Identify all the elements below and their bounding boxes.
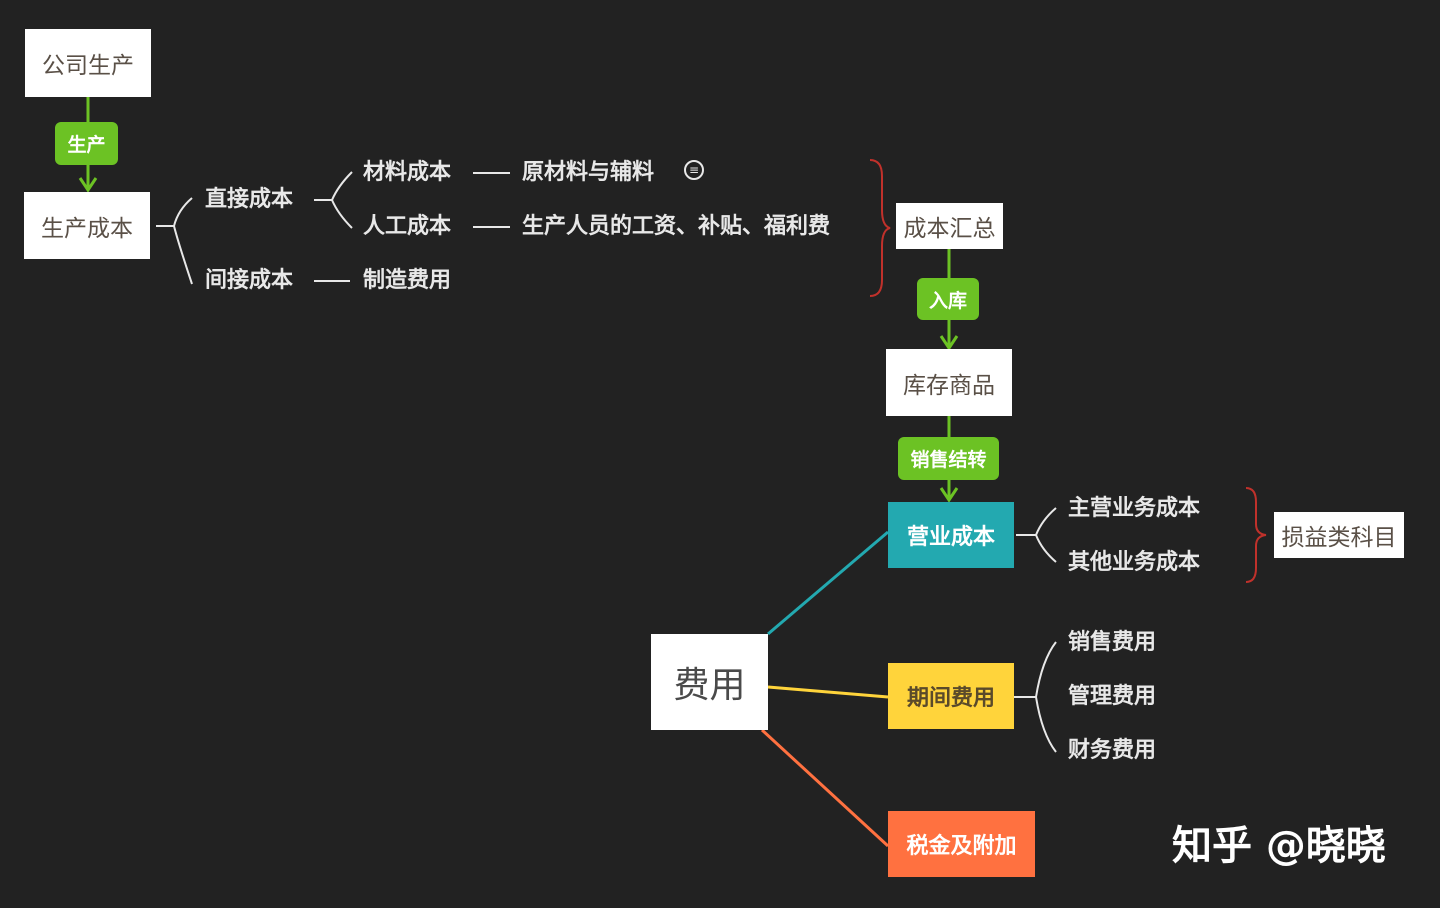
node-expense-root[interactable]: 费用 — [651, 634, 768, 730]
brace-pl — [1245, 487, 1267, 583]
node-company-production[interactable]: 公司生产 — [25, 29, 151, 97]
node-labor-cost[interactable]: 人工成本 — [363, 214, 452, 239]
node-finance-expense[interactable]: 财务费用 — [1068, 738, 1157, 763]
arrow-stock-head — [939, 335, 959, 351]
note-icon[interactable]: ≡ — [684, 160, 704, 180]
branch-teal — [767, 530, 889, 636]
node-operating-cost[interactable]: 营业成本 — [888, 502, 1014, 568]
node-taxes[interactable]: 税金及附加 — [888, 811, 1035, 877]
bracket-direct — [330, 171, 353, 229]
label-sales-transfer: 销售结转 — [898, 437, 999, 480]
node-admin-expense[interactable]: 管理费用 — [1068, 684, 1157, 709]
branch-orange — [760, 728, 890, 848]
node-material-cost[interactable]: 材料成本 — [363, 160, 452, 185]
node-inventory[interactable]: 库存商品 — [886, 349, 1012, 416]
bracket-period — [1034, 641, 1057, 753]
bracket-production — [172, 197, 193, 285]
node-indirect-cost[interactable]: 间接成本 — [205, 268, 294, 293]
node-selling-expense[interactable]: 销售费用 — [1068, 630, 1157, 655]
bracket-operating — [1034, 507, 1057, 563]
brace-cost-summary — [869, 159, 891, 297]
node-pl-accounts[interactable]: 损益类科目 — [1274, 512, 1404, 558]
arrow-produce-head — [78, 177, 98, 193]
node-other-business-cost[interactable]: 其他业务成本 — [1068, 550, 1201, 575]
label-warehousing: 入库 — [917, 278, 979, 320]
node-manufacturing-expense[interactable]: 制造费用 — [363, 268, 452, 293]
label-produce: 生产 — [55, 122, 118, 165]
branch-yellow — [767, 685, 889, 699]
node-direct-cost[interactable]: 直接成本 — [205, 187, 294, 212]
arrow-sales-head — [939, 487, 959, 503]
watermark: 知乎 @晓晓 — [1172, 823, 1386, 869]
node-production-cost[interactable]: 生产成本 — [24, 192, 150, 259]
node-period-expense[interactable]: 期间费用 — [888, 663, 1014, 729]
node-labor-detail[interactable]: 生产人员的工资、补贴、福利费 — [522, 214, 831, 239]
node-main-business-cost[interactable]: 主营业务成本 — [1068, 496, 1201, 521]
node-cost-summary[interactable]: 成本汇总 — [896, 203, 1003, 249]
node-material-detail[interactable]: 原材料与辅料 — [522, 160, 655, 185]
